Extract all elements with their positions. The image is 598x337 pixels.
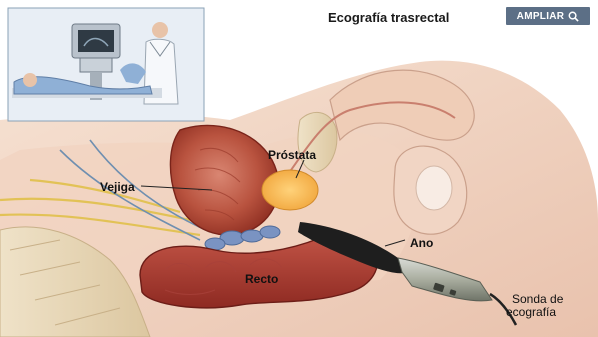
prostate <box>262 170 318 210</box>
label-bladder: Vejiga <box>100 180 135 194</box>
zoom-button[interactable]: AMPLIAR <box>506 7 590 25</box>
page-title: Ecografía trasrectal <box>328 10 449 25</box>
magnifier-icon <box>568 11 579 22</box>
inset-scene <box>8 8 204 121</box>
label-rectum: Recto <box>245 272 278 286</box>
testicle <box>416 166 452 210</box>
zoom-button-label: AMPLIAR <box>517 11 565 22</box>
label-probe-line-1: Sonda de <box>512 292 563 306</box>
label-probe-line-2: ecografía <box>506 305 556 319</box>
label-anus: Ano <box>410 236 433 250</box>
label-prostate: Próstata <box>268 148 316 162</box>
